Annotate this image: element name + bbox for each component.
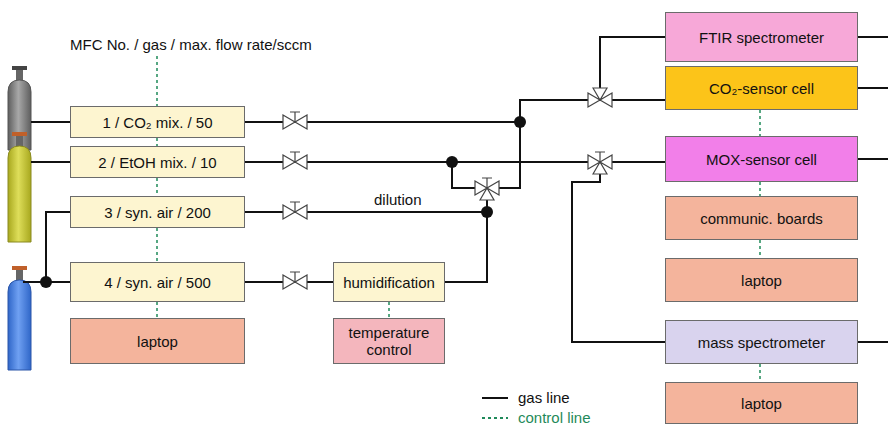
mfc-box: 3 / syn. air / 200 [70, 196, 245, 228]
box-text: CO₂-sensor cell [709, 80, 814, 97]
humidifier-box: humidification [333, 262, 445, 302]
box-text: 2 / EtOH mix. / 10 [98, 154, 216, 171]
box-text: 1 / CO₂ mix. / 50 [102, 114, 212, 131]
gas-line [245, 37, 665, 188]
mfc-box: 4 / syn. air / 500 [70, 262, 245, 302]
legend-line-sample [480, 413, 510, 423]
control-line [759, 364, 761, 382]
controller-box: temperature control [333, 318, 445, 364]
box-text: FTIR spectrometer [699, 29, 824, 46]
box-text: communic. boards [700, 210, 823, 227]
mfc-box: 1 / CO₂ mix. / 50 [70, 106, 245, 138]
computer-box: laptop [665, 258, 858, 302]
box-text: 4 / syn. air / 500 [104, 274, 211, 291]
three-way-valve [475, 88, 612, 200]
gas-line [245, 162, 665, 342]
gas-line [245, 37, 665, 212]
sensor-cell: MOX-sensor cell [665, 136, 858, 182]
box-text: MOX-sensor cell [706, 151, 817, 168]
mfc-box: 2 / EtOH mix. / 10 [70, 146, 245, 178]
box-text: mass spectrometer [698, 334, 826, 351]
sensor-cell: CO₂-sensor cell [665, 66, 858, 110]
valve-symbol [283, 112, 307, 289]
caption-label: MFC No. / gas / max. flow rate/sccm [70, 36, 312, 53]
control-line [759, 110, 761, 136]
box-text: laptop [137, 333, 178, 350]
gas-line [445, 162, 665, 282]
box-text: temperature control [340, 324, 438, 358]
instrument-box: mass spectrometer [665, 320, 858, 364]
leader-line [156, 56, 158, 106]
gas-pipe [23, 37, 888, 342]
board-box: communic. boards [665, 196, 858, 240]
control-line [759, 182, 761, 196]
gas-cylinder [8, 66, 31, 150]
legend-row: gas line [480, 389, 570, 406]
gas-cylinder [8, 132, 31, 242]
box-text: humidification [343, 274, 435, 291]
instrument-box: FTIR spectrometer [665, 12, 858, 62]
control-line [156, 228, 158, 262]
box-text: laptop [741, 395, 782, 412]
control-line [156, 302, 158, 318]
legend-row: control line [480, 409, 591, 426]
control-line [156, 178, 158, 196]
legend-line-sample [480, 393, 510, 403]
line-label: dilution [372, 191, 424, 208]
gas-line [245, 100, 665, 188]
control-line [759, 240, 761, 258]
gas-line [245, 100, 665, 212]
gas-line [245, 162, 665, 342]
box-text: laptop [741, 272, 782, 289]
legend-text: control line [518, 409, 591, 426]
legend-text: gas line [518, 389, 570, 406]
gas-line [445, 162, 665, 342]
control-line [156, 138, 158, 146]
box-text: 3 / syn. air / 200 [104, 204, 211, 221]
gas-line [445, 100, 665, 282]
computer-box: laptop [70, 318, 245, 364]
gas-line [445, 37, 665, 282]
control-line [388, 302, 390, 318]
gas-line [245, 100, 665, 122]
computer-box: laptop [665, 382, 858, 424]
